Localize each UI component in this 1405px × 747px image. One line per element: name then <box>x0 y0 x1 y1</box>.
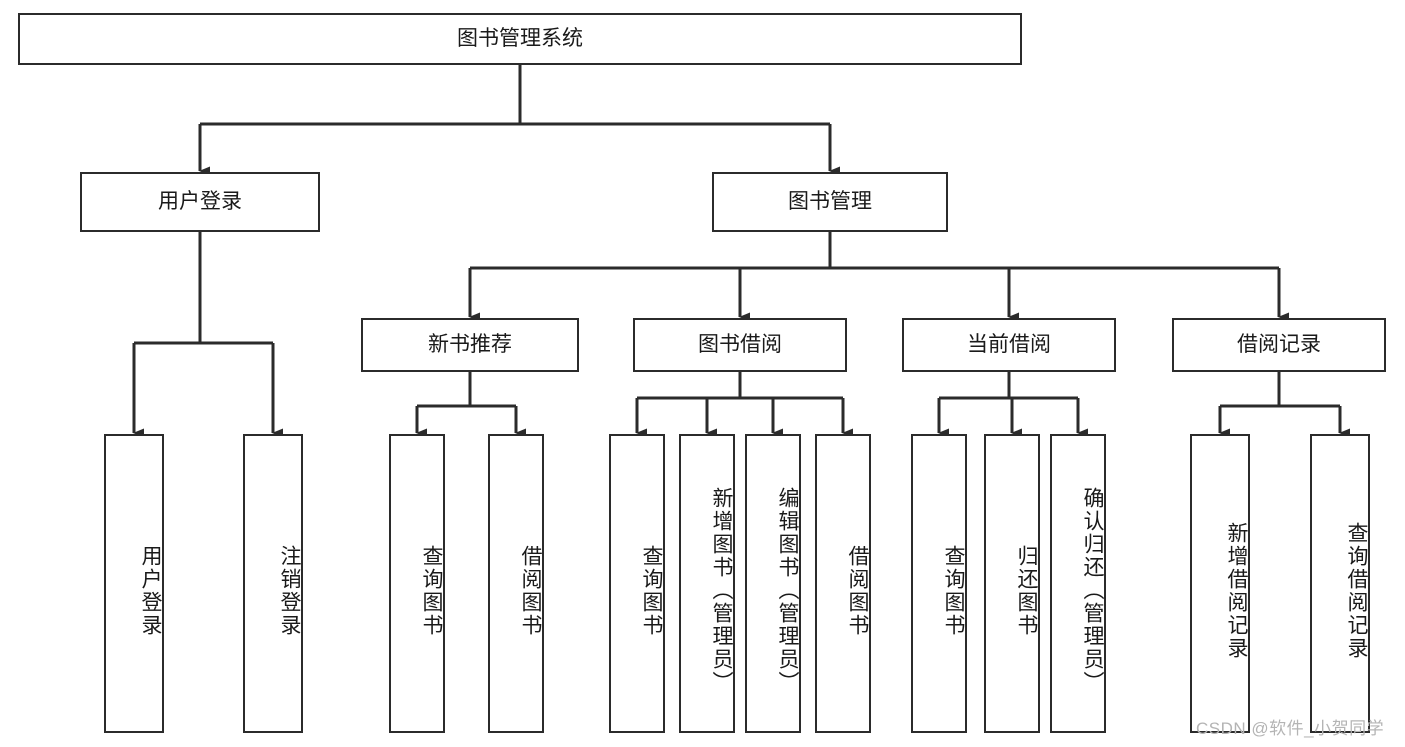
node-label: 图书管理系统 <box>457 26 583 50</box>
node-label: 图书管理 <box>788 189 872 213</box>
node-leaf-return-book[interactable]: 归还图书 <box>984 434 1040 733</box>
node-label: 当前借阅 <box>967 332 1051 356</box>
node-label: 编辑图书（管理员） <box>776 487 799 694</box>
node-label: 查询借阅记录 <box>1345 521 1368 660</box>
node-label: 新书推荐 <box>428 332 512 356</box>
node-label: 注销登录 <box>278 544 301 637</box>
node-leaf-user-login[interactable]: 用户登录 <box>104 434 164 733</box>
node-label: 借阅图书 <box>519 544 542 637</box>
node-label: 查询图书 <box>942 544 965 637</box>
node-leaf-confirm-return[interactable]: 确认归还（管理员） <box>1050 434 1106 733</box>
node-borrow-record[interactable]: 借阅记录 <box>1172 318 1386 372</box>
node-label: 查询图书 <box>420 544 443 637</box>
node-leaf-add-record[interactable]: 新增借阅记录 <box>1190 434 1250 733</box>
node-label: 确认归还（管理员） <box>1081 487 1104 694</box>
node-leaf-query-book-2[interactable]: 查询图书 <box>609 434 665 733</box>
node-label: 新增图书（管理员） <box>710 487 733 694</box>
node-label: 用户登录 <box>139 544 162 637</box>
node-leaf-borrow-book-1[interactable]: 借阅图书 <box>488 434 544 733</box>
node-leaf-user-logout[interactable]: 注销登录 <box>243 434 303 733</box>
node-label: 图书借阅 <box>698 332 782 356</box>
node-user-login[interactable]: 用户登录 <box>80 172 320 232</box>
node-leaf-borrow-book-2[interactable]: 借阅图书 <box>815 434 871 733</box>
node-label: 用户登录 <box>158 189 242 213</box>
node-book-borrow[interactable]: 图书借阅 <box>633 318 847 372</box>
csdn-watermark: CSDN @软件_小贺同学 <box>1196 719 1385 738</box>
node-new-book-rec[interactable]: 新书推荐 <box>361 318 579 372</box>
node-leaf-add-book[interactable]: 新增图书（管理员） <box>679 434 735 733</box>
node-label: 借阅记录 <box>1237 332 1321 356</box>
node-book-manage[interactable]: 图书管理 <box>712 172 948 232</box>
node-leaf-query-book-3[interactable]: 查询图书 <box>911 434 967 733</box>
node-label: 借阅图书 <box>846 544 869 637</box>
node-leaf-edit-book[interactable]: 编辑图书（管理员） <box>745 434 801 733</box>
node-label: 归还图书 <box>1015 544 1038 637</box>
node-label: 查询图书 <box>640 544 663 637</box>
node-current-borrow[interactable]: 当前借阅 <box>902 318 1116 372</box>
node-leaf-query-book-1[interactable]: 查询图书 <box>389 434 445 733</box>
node-root[interactable]: 图书管理系统 <box>18 13 1022 65</box>
node-label: 新增借阅记录 <box>1225 521 1248 660</box>
node-leaf-query-record[interactable]: 查询借阅记录 <box>1310 434 1370 733</box>
